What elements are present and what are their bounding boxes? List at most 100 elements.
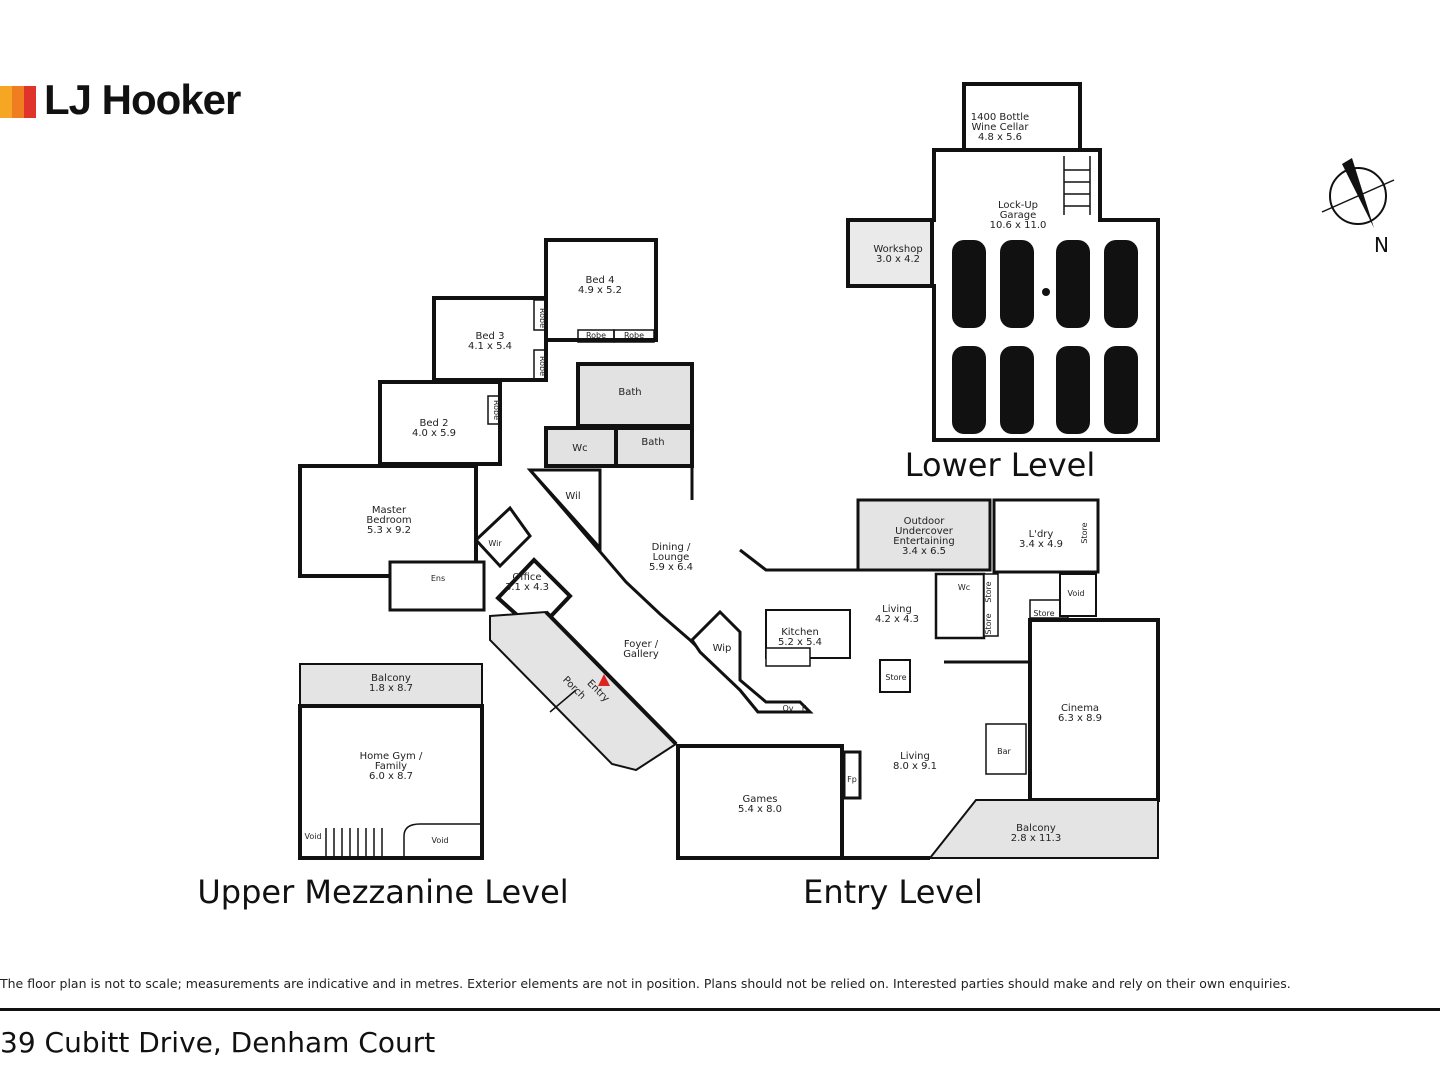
car-icon [1104, 346, 1138, 434]
wine-cellar-label: 1400 Bottle [971, 112, 1029, 123]
mezzanine-level-title: Upper Mezzanine Level [197, 873, 568, 911]
foyer-label: Gallery [623, 649, 659, 660]
robe-label: Robe [586, 331, 606, 340]
footer-divider [0, 1008, 1440, 1011]
bar-area [985, 723, 1027, 775]
brand-bar-yellow [0, 86, 12, 118]
main-living-plan [489, 468, 1160, 860]
bath-room-1 [576, 362, 694, 428]
robe-label: Robe [538, 356, 547, 376]
bed4-label: Bed 4 [586, 275, 615, 286]
brand-bar-orange [12, 86, 24, 118]
store-label: Store [1033, 609, 1054, 618]
bath1-label: Bath [618, 387, 641, 398]
bed2-room [378, 380, 502, 466]
car-icon [952, 346, 986, 434]
wir-label: Wir [488, 539, 502, 548]
brand-bar-red [24, 86, 36, 118]
store-label: Store [984, 613, 993, 634]
bed3-label: Bed 3 [476, 331, 505, 342]
car-icon [1000, 346, 1034, 434]
outdoor-label: Entertaining [893, 536, 954, 547]
robe-label: Robe [538, 308, 547, 328]
wc2-label: Wc [958, 583, 970, 592]
outdoor-label: Outdoor [904, 516, 946, 527]
brand-logo-bars [0, 86, 36, 118]
wc1-label: Wc [572, 443, 587, 454]
balcony-label: Balcony [1016, 823, 1056, 834]
garage-cars [952, 240, 1138, 434]
master-label: Bedroom [366, 515, 411, 526]
ens-label: Ens [431, 574, 445, 583]
store-under-stair [879, 659, 911, 693]
bath-room-2 [614, 426, 694, 468]
wine-cellar-label: Wine Cellar [971, 122, 1029, 133]
outdoor-label: Undercover [895, 526, 954, 537]
games-dims: 5.4 x 8.0 [738, 804, 782, 815]
laundry-dims: 3.4 x 4.9 [1019, 539, 1063, 550]
bar-label: Bar [997, 747, 1011, 756]
store-label: Store [984, 581, 993, 602]
fridge-label: F [802, 704, 807, 713]
wc-room-2 [934, 572, 986, 640]
cinema-dims: 6.3 x 8.9 [1058, 713, 1102, 724]
brand-logo-text: LJ Hooker [44, 76, 241, 123]
living1-dims: 4.2 x 4.3 [875, 614, 919, 625]
outdoor-dims: 3.4 x 6.5 [902, 546, 946, 557]
laundry-label: L'dry [1029, 529, 1054, 540]
car-icon [1000, 240, 1034, 328]
compass-ring-icon [1329, 167, 1387, 225]
kitchen-dims: 5.2 x 5.4 [778, 637, 822, 648]
car-icon [952, 240, 986, 328]
bath2-label: Bath [641, 437, 664, 448]
car-icon [1104, 240, 1138, 328]
office-label: Office [512, 572, 541, 583]
garage-label: Garage [1000, 210, 1037, 221]
bed4-dims: 4.9 x 5.2 [578, 285, 622, 296]
foyer-label: Foyer / [624, 639, 659, 650]
lower-level-title: Lower Level [905, 446, 1096, 484]
cinema-label: Cinema [1061, 703, 1099, 714]
master-dims: 5.3 x 9.2 [367, 525, 411, 536]
property-address: 39 Cubitt Drive, Denham Court [0, 1026, 436, 1059]
bed3-dims: 4.1 x 5.4 [468, 341, 512, 352]
workshop-dims: 3.0 x 4.2 [876, 254, 920, 265]
office-dims: 3.1 x 4.3 [505, 582, 549, 593]
balcony-dims: 2.8 x 11.3 [1011, 833, 1061, 844]
entry-marker-icon [598, 674, 610, 686]
kitchen-label: Kitchen [781, 627, 819, 638]
oven-label: Ov [782, 704, 793, 713]
dining-label: Lounge [653, 552, 690, 563]
disclaimer-text: The floor plan is not to scale; measurem… [0, 976, 1291, 991]
mezz-balcony-dims: 1.8 x 8.7 [369, 683, 413, 694]
living2-label: Living [900, 751, 930, 762]
wir-room [473, 505, 532, 569]
entry-level-title: Entry Level [803, 873, 983, 911]
workshop-label: Workshop [873, 244, 922, 255]
car-icon [1056, 240, 1090, 328]
wip-room [690, 609, 814, 714]
fireplace [842, 750, 862, 800]
games-room [676, 744, 844, 860]
store-label: Store [1080, 522, 1089, 543]
car-icon [1056, 346, 1090, 434]
entry-arrow-icon [549, 689, 577, 713]
wil-label: Wil [565, 491, 580, 502]
fireplace-label: Fp [847, 775, 857, 784]
main-balcony [927, 799, 1159, 859]
dining-dims: 5.9 x 6.4 [649, 562, 693, 573]
wine-cellar-dims: 4.8 x 5.6 [978, 132, 1022, 143]
master-label: Master [372, 505, 407, 516]
laundry-room [992, 498, 1100, 574]
wip-label: Wip [713, 643, 732, 654]
dining-label: Dining / [652, 542, 691, 553]
games-label: Games [743, 794, 778, 805]
mezz-balcony-label: Balcony [371, 673, 411, 684]
robe-label: Robe [492, 400, 501, 420]
compass-north-label: N [1374, 233, 1389, 257]
garage-label: Lock-Up [998, 200, 1038, 211]
ensuite-room [388, 560, 486, 612]
bedroom-wing [298, 238, 694, 635]
living1-label: Living [882, 604, 912, 615]
garage-dims: 10.6 x 11.0 [990, 220, 1047, 231]
